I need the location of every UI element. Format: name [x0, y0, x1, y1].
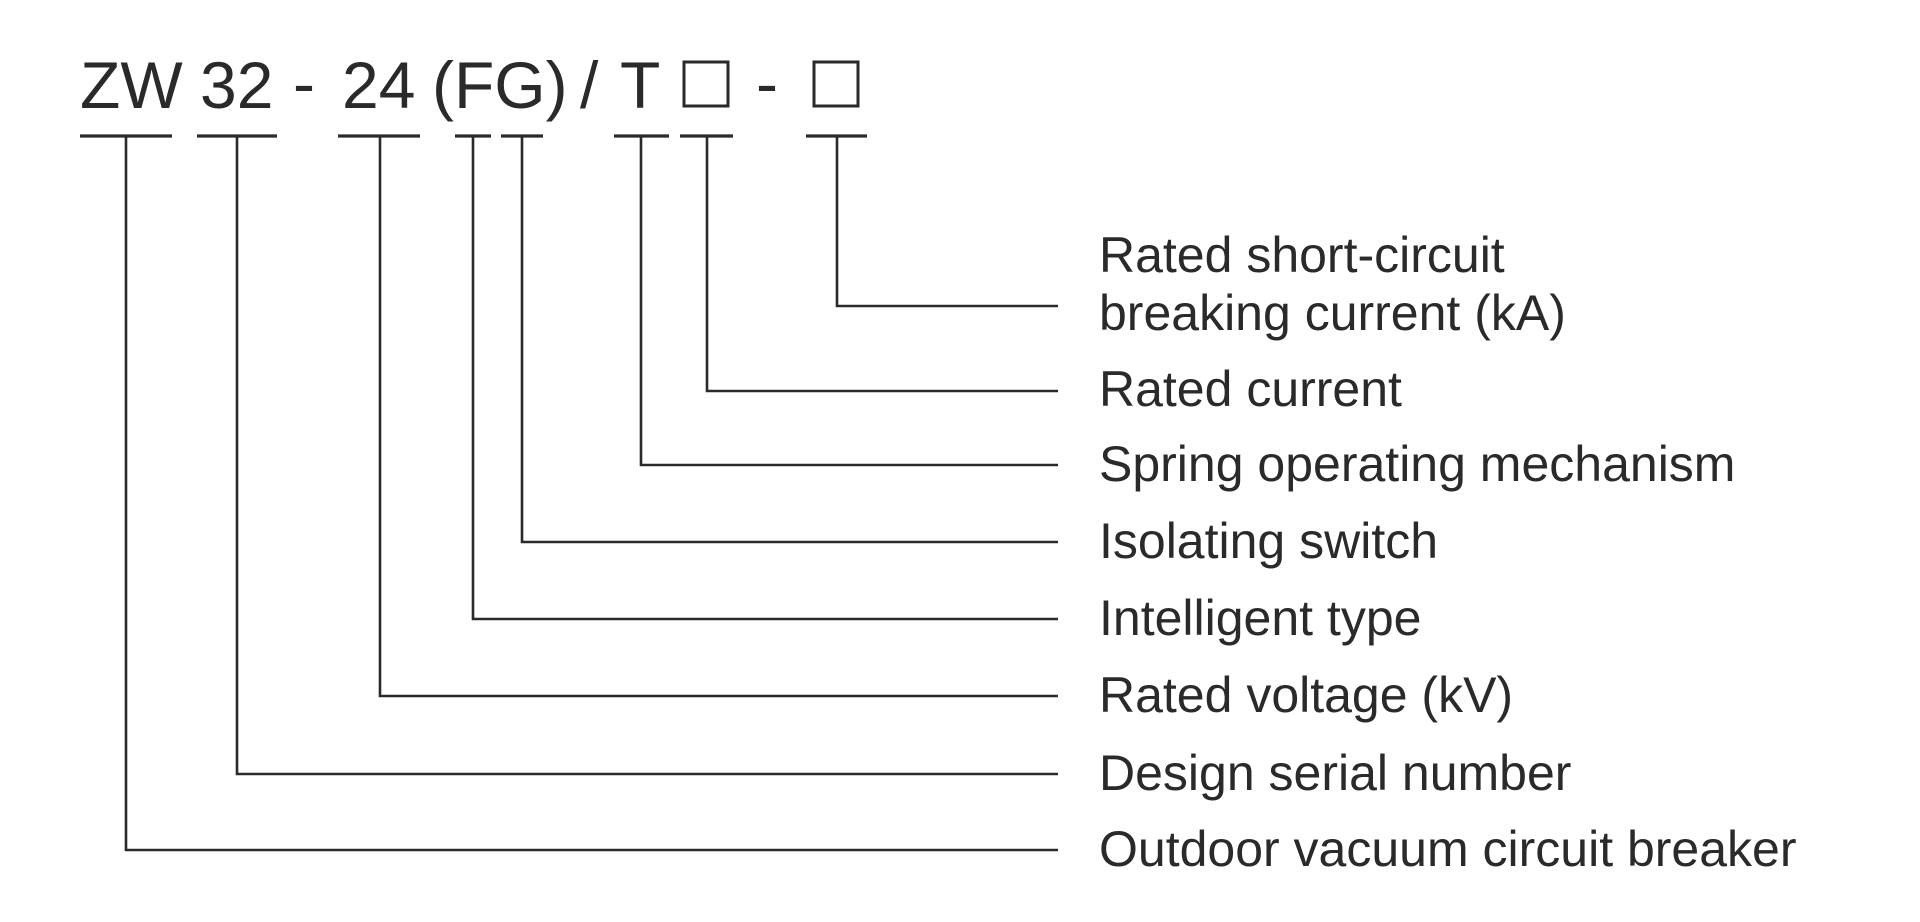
label-intelligent-type: Intelligent type — [1099, 590, 1421, 646]
label-short-circuit-line2: breaking current (kA) — [1099, 285, 1566, 341]
leader-rated-voltage — [378, 136, 1058, 698]
code-voltage: 24 — [342, 48, 415, 122]
model-code: ZW 32 - 24 (FG) / T - — [80, 46, 860, 122]
code-mechanism: T — [620, 48, 660, 122]
leader-intelligent-type — [471, 136, 1058, 621]
label-design-serial: Design serial number — [1099, 745, 1571, 801]
label-isolating-switch: Isolating switch — [1099, 513, 1438, 569]
leader-rated-current — [705, 136, 1058, 393]
code-slash: / — [580, 48, 599, 122]
code-breaking-current-placeholder-box — [812, 60, 860, 108]
code-design-number: 32 — [200, 48, 273, 122]
label-rated-voltage: Rated voltage (kV) — [1099, 667, 1513, 723]
label-rated-current: Rated current — [1099, 361, 1402, 417]
code-dash-1: - — [293, 46, 315, 120]
code-option: (FG) — [432, 48, 568, 122]
leader-outdoor-breaker — [124, 136, 1058, 852]
code-series: ZW — [80, 48, 183, 122]
label-short-circuit-line1: Rated short-circuit — [1099, 227, 1505, 283]
label-outdoor-breaker: Outdoor vacuum circuit breaker — [1099, 821, 1797, 877]
code-dash-2: - — [756, 46, 778, 120]
labels: Rated short-circuit breaking current (kA… — [1099, 227, 1797, 877]
leader-isolating-switch — [520, 136, 1058, 544]
leader-lines — [124, 136, 1058, 852]
leader-design-serial — [235, 136, 1058, 776]
leader-spring-mechanism — [639, 136, 1058, 467]
code-current-placeholder-box — [682, 60, 730, 108]
leader-breaking-current — [835, 136, 1058, 308]
label-spring-mechanism: Spring operating mechanism — [1099, 436, 1735, 492]
